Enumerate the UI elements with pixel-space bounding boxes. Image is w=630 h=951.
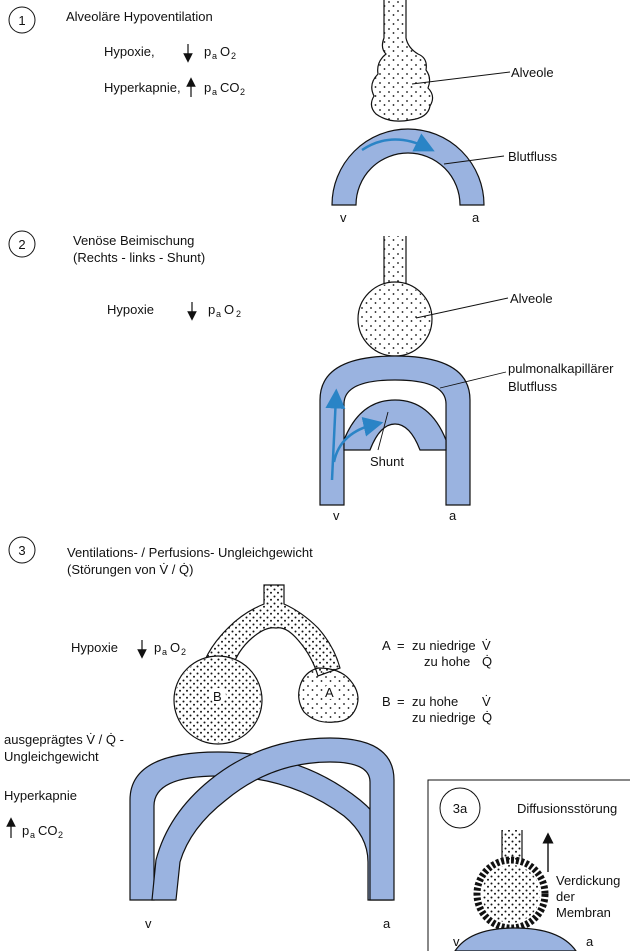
mismatch-label-1: ausgeprägtes V̇ / Q̇ - xyxy=(4,732,124,747)
legend-b-line1: zu hohe xyxy=(412,694,458,709)
pao2-o-2: O xyxy=(224,302,234,317)
alveole-label: Alveole xyxy=(511,65,554,80)
alveolus-b-label: B xyxy=(213,689,222,704)
legend-a-qdot: Q̇ xyxy=(482,654,492,669)
legend-b-line2: zu niedrige xyxy=(412,710,476,725)
arterial-label-2: a xyxy=(449,508,457,523)
legend-a-line1: zu niedrige xyxy=(412,638,476,653)
flow-label-2b: Blutfluss xyxy=(508,379,558,394)
panel-2-title-2: (Rechts - links - Shunt) xyxy=(73,250,205,265)
panel-3a-number: 3a xyxy=(453,801,468,816)
panel-3a: 3a Diffusionsstörung Verdickung der Memb… xyxy=(428,780,630,951)
legend-a-line2: zu hohe xyxy=(424,654,470,669)
alveole-label-2: Alveole xyxy=(510,291,553,306)
hypoxia-label-2: Hypoxie xyxy=(107,302,154,317)
pao2-o: O xyxy=(220,44,230,59)
venous-label-3a: v xyxy=(453,934,460,949)
arterial-label: a xyxy=(472,210,480,225)
legend-b-qdot: Q̇ xyxy=(482,710,492,725)
hypercapnia-label: Hyperkapnie, xyxy=(104,80,181,95)
legend-a-key: A xyxy=(382,638,391,653)
paco2-co: CO xyxy=(220,80,240,95)
panel-2: 2 Venöse Beimischung (Rechts - links - S… xyxy=(9,231,614,523)
legend-a-vdot: V̇ xyxy=(482,638,491,653)
arterial-label-3a: a xyxy=(586,934,594,949)
mismatch-label-2: Ungleichgewicht xyxy=(4,749,99,764)
paco2-a-3: a xyxy=(30,830,35,840)
legend-b-eq: = xyxy=(397,694,405,709)
membrane-label-1: Verdickung xyxy=(556,873,620,888)
membrane-label-2: der xyxy=(556,889,575,904)
panel-3-title-2: (Störungen von V̇ / Q̇) xyxy=(67,562,193,577)
paco2-a: a xyxy=(212,87,217,97)
panel-3a-title: Diffusionsstörung xyxy=(517,801,617,816)
paco2-2-3: 2 xyxy=(58,830,63,840)
flow-label-2a: pulmonalkapillärer xyxy=(508,361,614,376)
panel-2-number: 2 xyxy=(18,237,25,252)
vessel-3a xyxy=(455,928,576,951)
panel-1-number: 1 xyxy=(18,13,25,28)
pao2-a-2: a xyxy=(216,309,221,319)
alveolus-a-label: A xyxy=(325,685,334,700)
legend-b-vdot: V̇ xyxy=(482,694,491,709)
paco2-p: p xyxy=(204,80,211,95)
legend-b-key: B xyxy=(382,694,391,709)
pao2-2-3: 2 xyxy=(181,647,186,657)
venous-label-2: v xyxy=(333,508,340,523)
membrane-label-3: Membran xyxy=(556,905,611,920)
blutfluss-label: Blutfluss xyxy=(508,149,558,164)
pao2-p: p xyxy=(204,44,211,59)
panel-2-title-1: Venöse Beimischung xyxy=(73,233,194,248)
pao2-2: 2 xyxy=(231,51,236,61)
paco2-2: 2 xyxy=(240,87,245,97)
pao2-p-3: p xyxy=(154,640,161,655)
hypoxia-label-3: Hypoxie xyxy=(71,640,118,655)
hypoxia-label: Hypoxie, xyxy=(104,44,155,59)
pao2-2-2: 2 xyxy=(236,309,241,319)
panel-1-title: Alveoläre Hypoventilation xyxy=(66,9,213,24)
alveole-shape xyxy=(371,0,432,121)
venous-label: v xyxy=(340,210,347,225)
panel-3-title-1: Ventilations- / Perfusions- Ungleichgewi… xyxy=(67,545,313,560)
hypercapnia-label-3: Hyperkapnie xyxy=(4,788,77,803)
alveole-round-2-dots xyxy=(359,283,431,355)
shunt-loop xyxy=(344,400,446,450)
capillary-outer-arch xyxy=(320,356,470,505)
paco2-co-3: CO xyxy=(38,823,58,838)
legend-a-eq: = xyxy=(397,638,405,653)
pao2-o-3: O xyxy=(170,640,180,655)
alveole-3a-dots xyxy=(482,865,540,923)
shunt-label: Shunt xyxy=(370,454,404,469)
arterial-label-3: a xyxy=(383,916,391,931)
panel-3: 3 Ventilations- / Perfusions- Ungleichge… xyxy=(4,537,492,931)
pao2-a: a xyxy=(212,51,217,61)
venous-label-3: v xyxy=(145,916,152,931)
paco2-p-3: p xyxy=(22,823,29,838)
panel-3-number: 3 xyxy=(18,543,25,558)
pao2-p-2: p xyxy=(208,302,215,317)
panel-1: 1 Alveoläre Hypoventilation Hypoxie, p a… xyxy=(9,0,558,225)
pao2-a-3: a xyxy=(162,647,167,657)
